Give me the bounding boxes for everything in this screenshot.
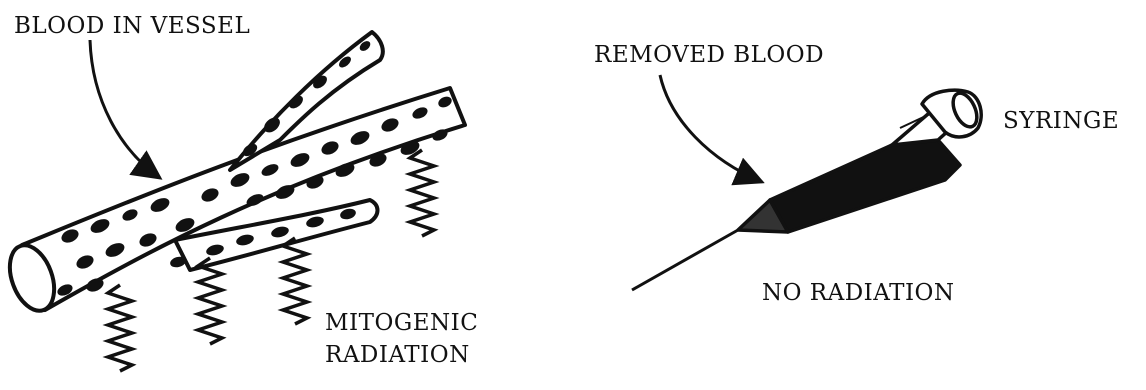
syringe-barrel-blood <box>770 140 960 232</box>
radiation-label-line2: RADIATION <box>325 342 470 368</box>
syringe-needle <box>632 230 738 290</box>
syringe <box>632 89 982 290</box>
blood-label: REMOVED BLOOD <box>594 42 824 68</box>
blood-arrow <box>660 75 762 182</box>
vessel-arrow <box>90 40 160 178</box>
vessel-label: BLOOD IN VESSEL <box>14 13 250 39</box>
blood-vessel <box>2 32 465 317</box>
radiation-wave <box>283 238 307 324</box>
radiation-wave <box>410 150 434 236</box>
no-radiation-label: NO RADIATION <box>762 280 955 306</box>
radiation-wave <box>108 285 132 371</box>
radiation-label-line1: MITOGENIC <box>325 310 478 336</box>
syringe-label: SYRINGE <box>1003 108 1119 134</box>
radiation-wave <box>198 258 222 344</box>
